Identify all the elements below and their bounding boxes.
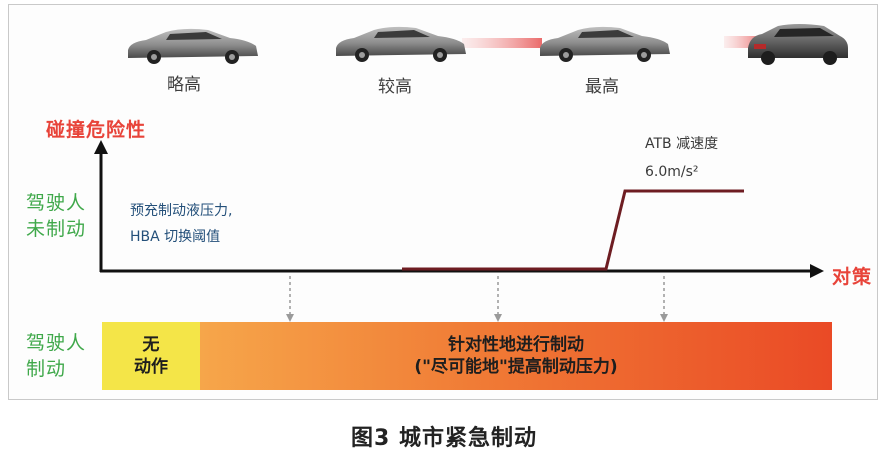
deceleration-step-line xyxy=(402,189,744,271)
radar-beam xyxy=(462,38,542,48)
car-icon-high xyxy=(540,26,670,62)
x-axis-arrow xyxy=(810,264,824,278)
targeted-brake-bar: 针对性地进行制动 ("尽可能地"提高制动压力) xyxy=(200,322,832,390)
driver-no-brake-label: 驾驶人 未制动 xyxy=(26,192,87,240)
risk-level-high: 最高 xyxy=(585,77,619,97)
car-icon-leading xyxy=(748,24,848,65)
risk-level-medium: 较高 xyxy=(378,77,412,97)
car-icon-low xyxy=(128,28,258,64)
risk-level-low: 略高 xyxy=(167,75,201,95)
y-axis-arrow xyxy=(94,140,108,154)
figure-caption: 图3 城市紧急制动 xyxy=(351,426,537,451)
stage-arrow xyxy=(494,276,502,322)
stage-arrow xyxy=(660,276,668,322)
y-axis-label: 碰撞危险性 xyxy=(46,119,147,141)
cars-illustration xyxy=(128,24,848,65)
atb-note: ATB 减速度 6.0m/s² xyxy=(645,136,719,180)
no-action-bar: 无 动作 xyxy=(102,322,200,390)
x-axis-label: 对策 xyxy=(832,266,873,288)
car-icon-medium xyxy=(336,26,466,62)
precharge-note: 预充制动液压力, HBA 切换阈值 xyxy=(130,203,233,245)
stage-arrow xyxy=(286,276,294,322)
driver-brake-label: 驾驶人 制动 xyxy=(26,332,87,380)
risk-axes xyxy=(94,140,824,322)
